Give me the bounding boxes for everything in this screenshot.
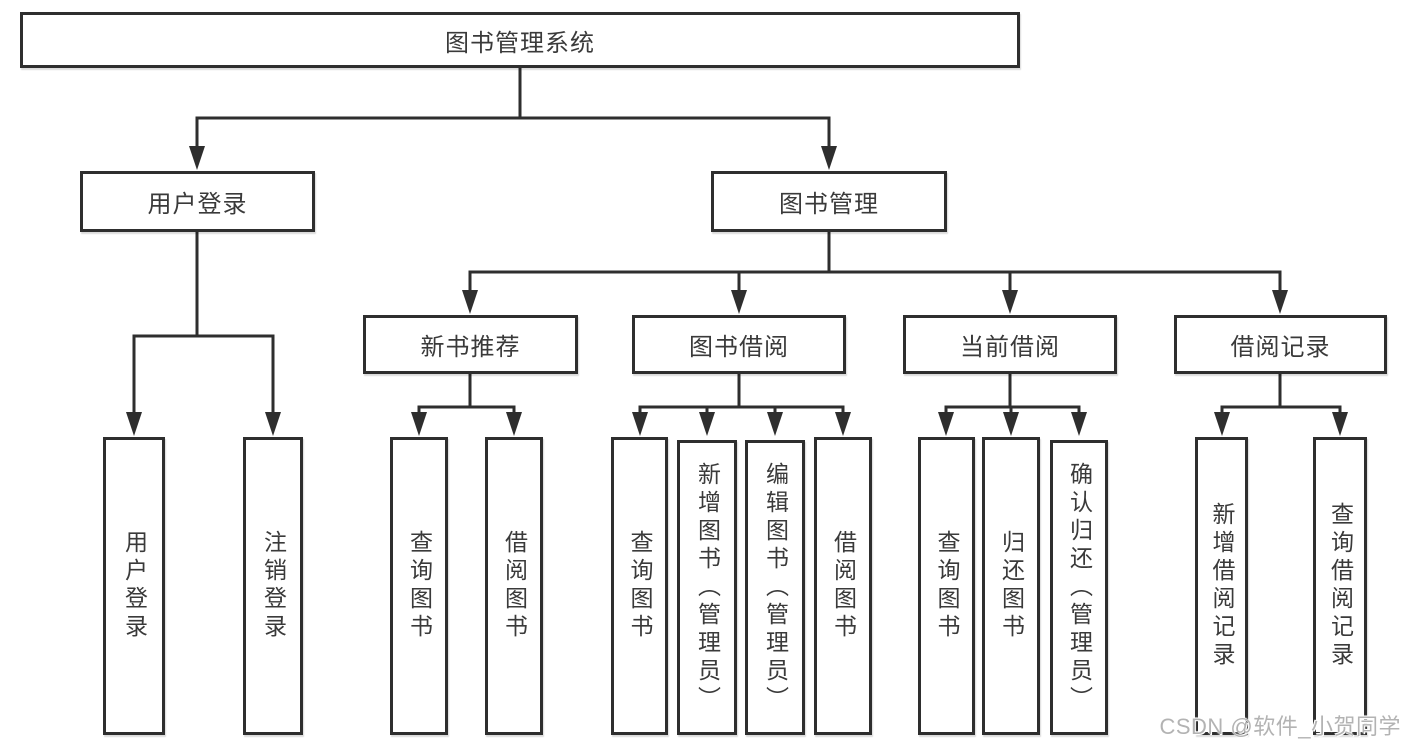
leaf-borrow-books-recommend: 借阅图书 [485,437,543,735]
leaf-edit-books-admin: 编辑图书（管理员） [745,440,805,735]
connector-book-borrow-to-leaves [632,374,851,436]
node-current-borrow-label: 当前借阅 [960,334,1060,361]
leaf-query-books-borrow: 查询图书 [611,437,668,735]
leaf-query-books-current: 查询图书 [918,437,975,735]
connector-book-management-to-level3 [462,232,1288,314]
leaf-borrow-books-recommend-label: 借阅图书 [501,530,528,642]
leaf-add-books-admin-label: 新增图书（管理员） [694,461,721,714]
connector-user-login-to-leaves [126,232,281,436]
leaf-query-books-borrow-label: 查询图书 [627,530,653,642]
leaf-query-books-current-label: 查询图书 [934,530,960,642]
connector-borrow-records-to-leaves [1214,374,1348,436]
leaf-logout-label: 注销登录 [260,530,287,642]
leaf-confirm-return-admin-label: 确认归还（管理员） [1066,461,1093,714]
node-new-book-recommend: 新书推荐 [363,315,578,374]
connector-root-to-level2 [189,68,837,170]
node-book-borrow-label: 图书借阅 [689,334,789,361]
node-root: 图书管理系统 [20,12,1020,68]
node-current-borrow: 当前借阅 [903,315,1117,374]
leaf-borrow-books-borrow-label: 借阅图书 [830,530,857,642]
node-book-management-label: 图书管理 [779,191,879,218]
leaf-logout: 注销登录 [243,437,303,735]
leaf-query-borrow-record-label: 查询借阅记录 [1327,502,1354,670]
node-book-management: 图书管理 [711,171,947,232]
connector-current-borrow-to-leaves [938,374,1087,436]
watermark: CSDN @软件_小贺同学 [1159,714,1401,739]
node-new-book-recommend-label: 新书推荐 [420,334,521,361]
connector-new-book-recommend-to-leaves [411,374,522,436]
node-borrow-records: 借阅记录 [1174,315,1387,374]
leaf-borrow-books-borrow: 借阅图书 [814,437,872,735]
node-borrow-records-label: 借阅记录 [1230,334,1331,361]
leaf-add-books-admin: 新增图书（管理员） [677,440,737,735]
leaf-query-borrow-record: 查询借阅记录 [1313,437,1367,735]
leaf-query-books-recommend-label: 查询图书 [406,530,433,642]
leaf-add-borrow-record: 新增借阅记录 [1195,437,1248,735]
node-book-borrow: 图书借阅 [632,315,846,374]
leaf-add-borrow-record-label: 新增借阅记录 [1209,502,1235,670]
node-user-login: 用户登录 [80,171,315,232]
leaf-confirm-return-admin: 确认归还（管理员） [1050,440,1108,735]
node-user-login-label: 用户登录 [147,191,248,218]
leaf-user-login-label: 用户登录 [121,530,148,642]
leaf-query-books-recommend: 查询图书 [390,437,448,735]
leaf-user-login: 用户登录 [103,437,165,735]
leaf-edit-books-admin-label: 编辑图书（管理员） [762,461,789,714]
leaf-return-books: 归还图书 [982,437,1040,735]
node-root-label: 图书管理系统 [445,29,595,57]
leaf-return-books-label: 归还图书 [998,530,1025,642]
